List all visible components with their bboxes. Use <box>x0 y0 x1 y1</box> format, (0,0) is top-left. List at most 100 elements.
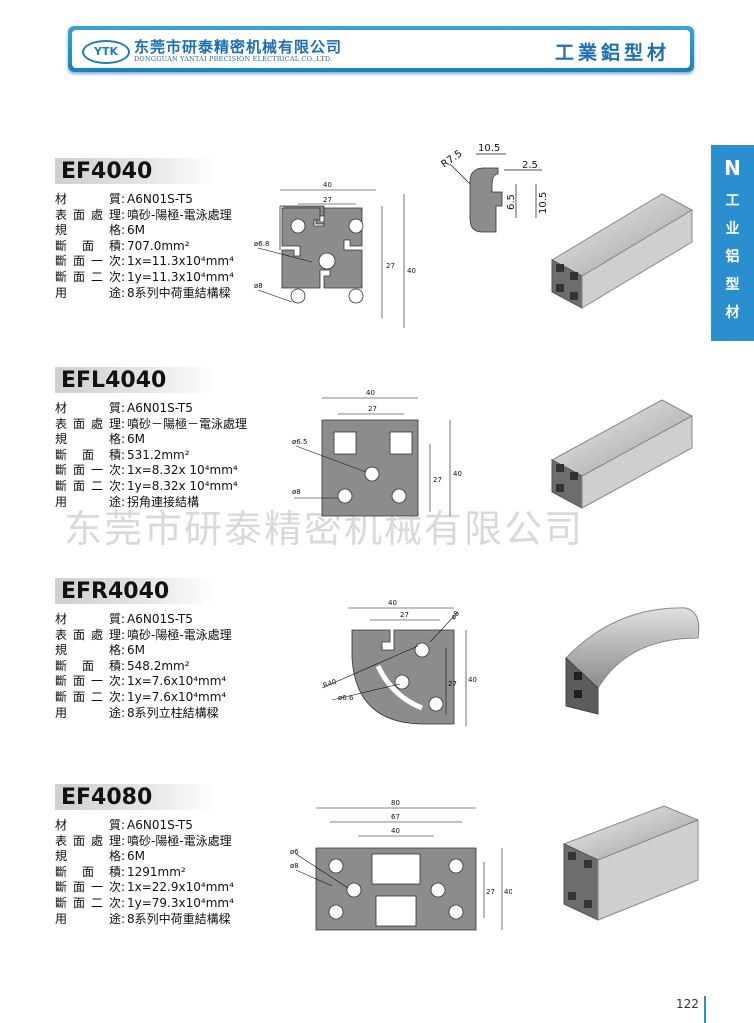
spec-row: 斷面一次:1x=11.3x10⁴mm⁴ <box>55 254 234 269</box>
page-number: 122 <box>676 997 699 1011</box>
spec-label: 斷面一次 <box>55 674 121 689</box>
spec-label: 斷面二次 <box>55 269 121 284</box>
dim-label: ø8 <box>292 488 301 496</box>
spec-label: 表面處理 <box>55 207 121 222</box>
spec-row: 斷面一次:1x=8.32x 10⁴mm⁴ <box>55 463 238 478</box>
spec-row: 材 質:A6N01S-T5 <box>55 401 193 415</box>
spec-row: 斷 面 積:548.2mm² <box>55 658 190 673</box>
dim-label: 27 <box>368 405 377 413</box>
dim-label: ø6.8 <box>254 240 269 248</box>
company-logo: YTK <box>82 40 130 64</box>
spec-value: 1x=8.32x 10⁴mm⁴ <box>127 463 238 478</box>
side-logo-icon: N <box>724 156 741 180</box>
efr4040-cross-section-drawing: 40 27 27 40 R40 ø6.6 ø8 <box>321 599 477 726</box>
spec-row: 表面處理:噴砂-陽極-電泳處理 <box>55 833 232 848</box>
dim-label: ø8 <box>254 282 263 290</box>
spec-label: 規 格 <box>55 643 121 658</box>
dim-label: 10.5 <box>538 192 549 214</box>
dim-label: R40 <box>322 678 338 690</box>
spec-row: 斷面一次:1x=7.6x10⁴mm⁴ <box>55 674 227 689</box>
ef4080-cross-section-drawing: 80 67 40 27 40 ø6 ø8 <box>290 799 512 931</box>
spec-label: 表面處理 <box>55 833 121 848</box>
title-bar <box>55 578 215 604</box>
dim-label: 27 <box>486 888 495 896</box>
company-name-en: DONGGUAN YANTAI PRECISION ELECTRICAL CO.… <box>134 55 333 63</box>
spec-label: 斷面二次 <box>55 478 121 493</box>
spec-row: 規 格:6M <box>55 223 145 238</box>
spec-label: 材 質 <box>55 401 121 415</box>
spec-label: 斷 面 積 <box>55 447 121 462</box>
spec-row: 規 格:6M <box>55 643 145 658</box>
side-char: 业 <box>725 221 740 237</box>
spec-label: 斷 面 積 <box>55 658 121 673</box>
dim-label: 27 <box>323 196 332 204</box>
title-bar <box>55 158 215 184</box>
side-category-tab: N 工 业 铝 型 材 <box>711 145 754 341</box>
efl4040-cross-section-drawing: 40 27 27 40 ø6.5 ø8 <box>292 389 462 517</box>
spec-value: 6M <box>127 432 145 447</box>
spec-label: 斷面一次 <box>55 463 121 478</box>
spec-row: 材 質:A6N01S-T5 <box>55 192 193 206</box>
spec-label: 斷 面 積 <box>55 864 121 879</box>
spec-value: 噴砂－陽極－電泳處理 <box>127 416 248 431</box>
spec-row: 斷面一次:1x=22.9x10⁴mm⁴ <box>55 880 234 895</box>
dim-label: 67 <box>391 813 400 821</box>
spec-value: 拐角連接結構 <box>127 494 200 509</box>
dim-label: ø6 <box>290 848 299 856</box>
spec-label: 用 途 <box>55 911 121 926</box>
spec-value: A6N01S-T5 <box>127 818 193 832</box>
side-char: 工 <box>725 193 740 209</box>
dim-label: ø6.5 <box>292 438 307 446</box>
dim-label: ø8 <box>449 609 461 621</box>
spec-list: 材 質:A6N01S-T5 表面處理:噴砂－陽極－電泳處理 規 格:6M 斷 面… <box>55 401 247 510</box>
dim-label: 40 <box>323 181 332 189</box>
spec-row: 用 途:8系列中荷重結構樑 <box>55 285 231 300</box>
spec-row: 用 途:拐角連接結構 <box>55 494 200 509</box>
spec-value: 6M <box>127 849 145 864</box>
spec-list: 材 質:A6N01S-T5 表面處理:噴砂-陽極-電泳處理 規 格:6M 斷 面… <box>55 192 234 301</box>
spec-list: 材 質:A6N01S-T5 表面處理:噴砂-陽極-電泳處理 規 格:6M 斷 面… <box>55 612 232 721</box>
spec-label: 用 途 <box>55 705 121 720</box>
dim-label: 27 <box>433 476 442 484</box>
product-model: EFL4040 <box>61 368 167 393</box>
spec-value: 6M <box>127 643 145 658</box>
dim-label: 2.5 <box>522 160 538 171</box>
spec-label: 表面處理 <box>55 627 121 642</box>
spec-value: A6N01S-T5 <box>127 192 193 206</box>
spec-row: 斷 面 積:707.0mm² <box>55 238 190 253</box>
spec-list: 材 質:A6N01S-T5 表面處理:噴砂-陽極-電泳處理 規 格:6M 斷 面… <box>55 818 234 927</box>
side-char: 材 <box>725 305 740 321</box>
efl4040-3d-profile-image <box>550 399 694 509</box>
dim-label: R7.5 <box>439 148 464 170</box>
spec-row: 用 途:8系列立柱結構樑 <box>55 705 219 720</box>
spec-value: 1x=11.3x10⁴mm⁴ <box>127 254 234 269</box>
dim-label: 40 <box>391 827 400 835</box>
product-model: EFR4040 <box>61 579 170 604</box>
spec-row: 規 格:6M <box>55 849 145 864</box>
spec-row: 表面處理:噴砂-陽極-電泳處理 <box>55 207 232 222</box>
dim-label: 80 <box>391 799 400 807</box>
header-panel: YTK 东莞市研泰精密机械有限公司 DONGGUAN YANTAI PRECIS… <box>72 30 690 68</box>
spec-value: 1x=7.6x10⁴mm⁴ <box>127 674 227 689</box>
spec-label: 斷面二次 <box>55 895 121 910</box>
title-bar <box>55 784 215 810</box>
dim-label: 40 <box>388 599 397 607</box>
spec-label: 材 質 <box>55 818 121 832</box>
spec-row: 斷面二次:1y=8.32x 10⁴mm⁴ <box>55 478 238 493</box>
spec-value: 548.2mm² <box>127 658 190 673</box>
spec-value: A6N01S-T5 <box>127 612 193 626</box>
spec-label: 斷面一次 <box>55 254 121 269</box>
spec-value: 707.0mm² <box>127 238 190 253</box>
spec-label: 表面處理 <box>55 416 121 431</box>
spec-row: 材 質:A6N01S-T5 <box>55 818 193 832</box>
side-char: 型 <box>725 277 740 293</box>
spec-label: 用 途 <box>55 494 121 509</box>
title-bar <box>55 367 215 393</box>
spec-value: 1y=79.3x10⁴mm⁴ <box>127 895 234 910</box>
dim-label: 40 <box>407 267 416 275</box>
dim-label: ø8 <box>290 862 299 870</box>
spec-value: 1y=11.3x10⁴mm⁴ <box>127 269 234 284</box>
side-char: 铝 <box>725 249 740 265</box>
ef4040-3d-profile-image <box>550 193 694 309</box>
spec-row: 表面處理:噴砂－陽極－電泳處理 <box>55 416 248 431</box>
